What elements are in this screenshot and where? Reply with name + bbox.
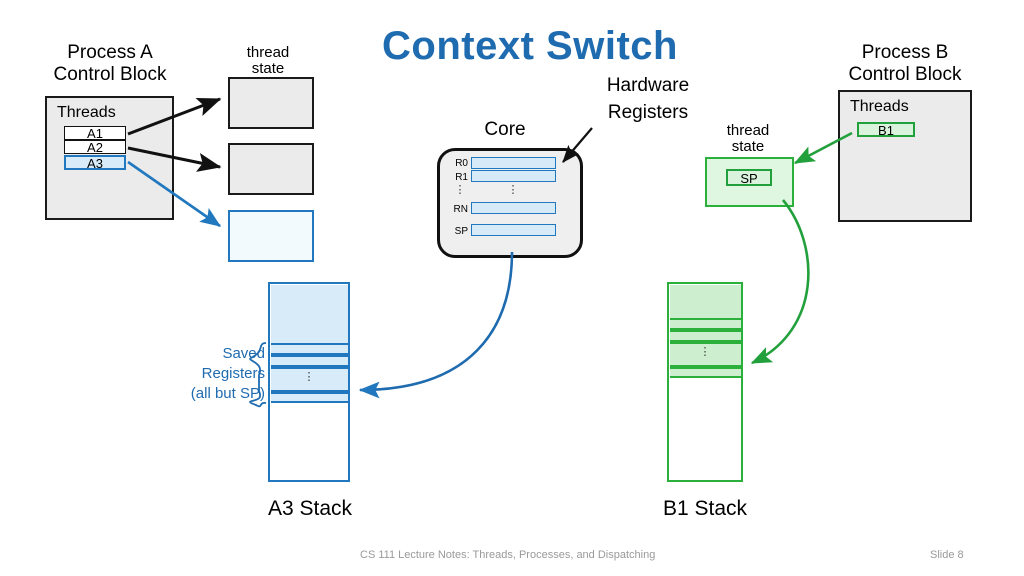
register-label-sp: SP bbox=[454, 226, 468, 237]
thread-state-label-a-line2: state bbox=[251, 60, 285, 77]
saved-registers-label: Saved Registers (all but SP) bbox=[150, 344, 265, 404]
b1-stack-caption: B1 Stack bbox=[662, 497, 748, 520]
a3-stack-band-3 bbox=[270, 367, 348, 392]
b1-stack-band-1 bbox=[669, 318, 741, 330]
process-b-heading-line1: Process B bbox=[861, 42, 949, 63]
page-title: Context Switch bbox=[382, 24, 678, 68]
register-slot-rn bbox=[471, 202, 556, 214]
a3-stack-ellipsis: ⋮ bbox=[303, 371, 315, 383]
register-label-rn: RN bbox=[453, 204, 468, 215]
core-ellipsis-right: ⋮ bbox=[507, 184, 519, 196]
process-a-heading-line1: Process A bbox=[67, 42, 153, 63]
thread-item-a2[interactable]: A2 bbox=[64, 140, 126, 155]
arrow-core-sp-to-a3-stack bbox=[358, 251, 514, 399]
hardware-registers-callout-line2: Registers bbox=[607, 102, 689, 123]
thread-state-sp-slot: SP bbox=[726, 169, 772, 186]
footer-source: CS 111 Lecture Notes: Threads, Processes… bbox=[360, 549, 656, 561]
a3-stack-caption: A3 Stack bbox=[267, 497, 353, 520]
thread-state-box-a1 bbox=[228, 77, 314, 129]
core-label: Core bbox=[484, 119, 526, 140]
process-a-heading-line2: Control Block bbox=[53, 64, 167, 85]
thread-state-box-a3 bbox=[228, 210, 314, 262]
saved-registers-label-line1: Saved bbox=[222, 345, 265, 362]
register-slot-r0 bbox=[471, 157, 556, 169]
a3-stack-top-fill bbox=[270, 284, 348, 344]
hardware-registers-callout-line1: Hardware bbox=[606, 75, 690, 96]
thread-state-label-b-line2: state bbox=[731, 138, 765, 155]
b1-stack-band-3 bbox=[669, 342, 741, 367]
register-slot-r1 bbox=[471, 170, 556, 182]
saved-registers-label-line3: (all but SP) bbox=[190, 385, 265, 402]
thread-item-a3[interactable]: A3 bbox=[64, 155, 126, 171]
thread-state-label-a-line1: thread bbox=[246, 44, 290, 61]
b1-stack-top-fill bbox=[669, 284, 741, 319]
saved-registers-label-line2: Registers bbox=[201, 365, 265, 382]
thread-item-b1[interactable]: B1 bbox=[857, 122, 915, 138]
thread-item-a1[interactable]: A1 bbox=[64, 126, 126, 141]
a3-stack-band-1 bbox=[270, 343, 348, 355]
process-b-threads-label: Threads bbox=[850, 98, 909, 115]
process-b-control-block: Threads bbox=[838, 90, 972, 222]
core-ellipsis-left: ⋮ bbox=[454, 184, 466, 196]
arrow-thread-state-sp-to-b1-stack bbox=[750, 199, 810, 365]
register-label-r1: R1 bbox=[455, 172, 468, 183]
process-b-heading-line2: Control Block bbox=[848, 64, 962, 85]
a3-stack-band-4 bbox=[270, 392, 348, 403]
thread-state-box-a2 bbox=[228, 143, 314, 195]
footer-slide-number: Slide 8 bbox=[930, 549, 964, 561]
process-a-threads-label: Threads bbox=[57, 104, 116, 121]
register-slot-sp bbox=[471, 224, 556, 236]
a3-stack-band-2 bbox=[270, 355, 348, 367]
thread-state-label-b-line1: thread bbox=[726, 122, 770, 139]
b1-stack-band-2 bbox=[669, 330, 741, 342]
b1-stack-ellipsis: ⋮ bbox=[699, 346, 711, 358]
register-label-r0: R0 bbox=[455, 158, 468, 169]
b1-stack-band-4 bbox=[669, 367, 741, 378]
